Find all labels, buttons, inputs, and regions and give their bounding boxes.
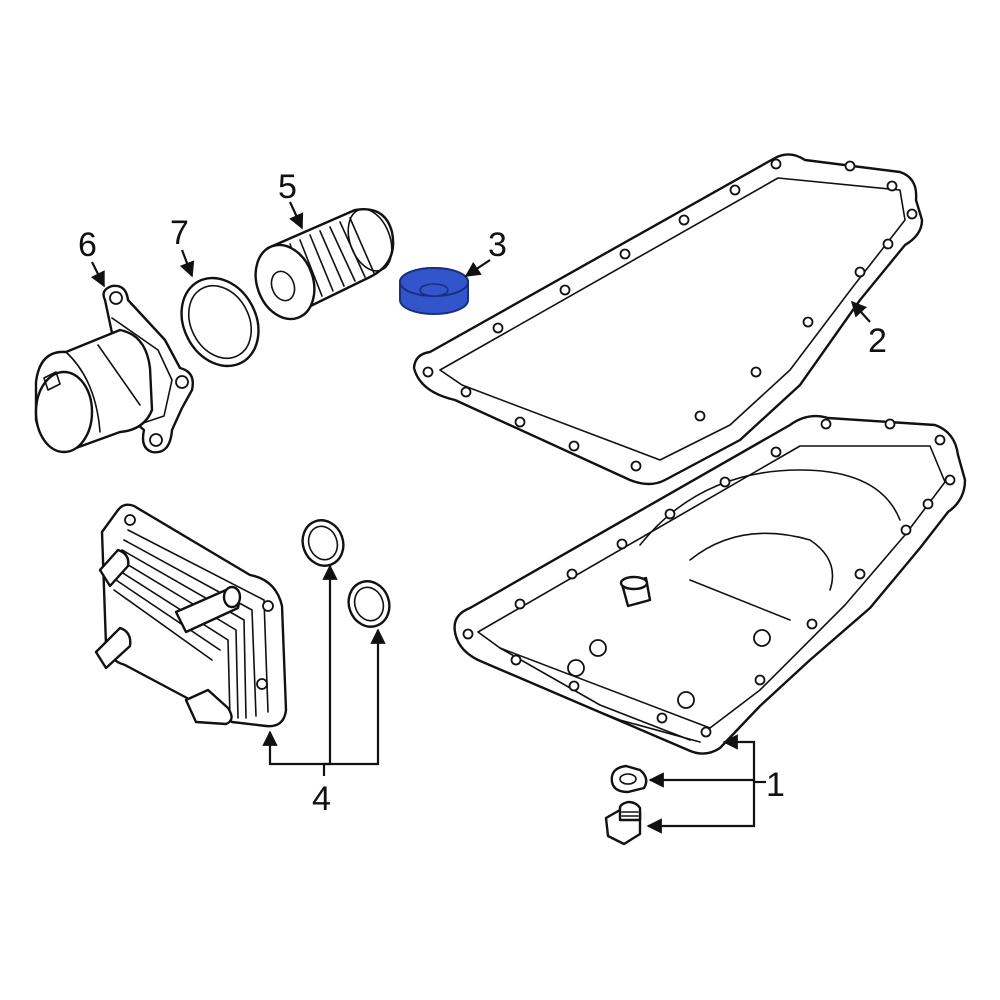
leader-lines <box>90 201 871 834</box>
drain-plug-washer[interactable] <box>610 764 648 794</box>
oil-pan-gasket[interactable] <box>412 153 924 486</box>
callout-3: 3 <box>488 226 507 264</box>
filter-element[interactable] <box>246 203 400 327</box>
oil-cooler[interactable] <box>94 503 288 728</box>
callout-2: 2 <box>868 322 887 360</box>
callout-7: 7 <box>170 214 189 252</box>
o-ring-7[interactable] <box>167 264 274 379</box>
callout-4: 4 <box>312 780 331 818</box>
o-ring-4-upper[interactable] <box>296 515 349 572</box>
filter-housing-cover[interactable] <box>34 284 194 454</box>
drain-plug[interactable] <box>604 800 642 846</box>
o-ring-4-lower[interactable] <box>342 576 395 633</box>
callout-6: 6 <box>78 226 97 264</box>
callout-1: 1 <box>766 766 785 804</box>
oil-pan[interactable] <box>453 414 967 755</box>
callout-5: 5 <box>278 168 297 206</box>
seal-highlighted[interactable] <box>399 267 469 315</box>
